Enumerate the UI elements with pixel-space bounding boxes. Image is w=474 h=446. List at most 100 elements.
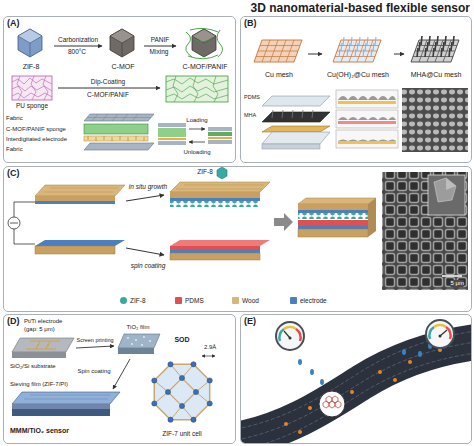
- annotation-label: MMM/TiO₂ sensor: [10, 427, 69, 435]
- edge-label: Carbonization: [57, 36, 99, 44]
- pu-sponge: [43, 76, 48, 100]
- wearable-fabric: [241, 342, 471, 440]
- sem-image: [402, 88, 468, 152]
- mmm-sensor: [12, 392, 120, 416]
- substrate-chip: [12, 338, 74, 352]
- mha-mesh: [433, 48, 434, 57]
- assembly-arrow: [274, 213, 293, 231]
- cu-mesh: [256, 56, 296, 57]
- sem-image: [402, 88, 468, 152]
- dimension-arrow: [202, 356, 215, 357]
- mmm-sensor: [24, 399, 108, 400]
- zif8-crystal: [18, 29, 42, 57]
- meter-symbol: [10, 223, 18, 224]
- droplets: [298, 359, 302, 365]
- sensor-sandwich: [88, 136, 144, 141]
- sensor-sandwich: [87, 114, 151, 121]
- cuoh-mesh: [339, 45, 379, 46]
- wood-electrode-top: [35, 201, 115, 204]
- contact-schematics: [338, 96, 396, 100]
- wearable-fabric: [284, 348, 442, 434]
- annotation-label: ZIF-7 unit cell: [162, 430, 201, 438]
- mha-mesh: [421, 36, 422, 45]
- annotation-label: ZIF-8: [197, 168, 213, 176]
- sem-image: [382, 172, 468, 290]
- material-stage: Cu mesh: [251, 29, 307, 79]
- wood-electrode-top: [44, 188, 118, 192]
- cuoh-mesh: [363, 49, 364, 57]
- edge-label: PANIF: [150, 36, 171, 44]
- process-arrow: [126, 195, 164, 201]
- zoom-inset: [319, 391, 345, 417]
- loading-schematic: [208, 140, 232, 144]
- layered-device: [282, 110, 283, 118]
- mha-mesh: [437, 36, 438, 45]
- stage-caption: MHA@Cu mesh: [411, 71, 462, 79]
- mha-mesh: [443, 42, 444, 51]
- legend-text: Wood: [242, 297, 259, 305]
- sem-image: [382, 172, 468, 290]
- loading-schematic: [189, 142, 205, 143]
- tio2-chip: [141, 344, 143, 346]
- legend-item: ZIF-8: [120, 297, 146, 305]
- cuoh-mesh: [371, 49, 372, 57]
- stage-caption: ZIF-8: [23, 63, 40, 71]
- wearable-fabric: [350, 390, 354, 394]
- figure-title: 3D nanomaterial-based flexible sensor: [251, 1, 470, 15]
- zif8-crystal: [30, 43, 31, 57]
- pressure-gauge: [446, 327, 451, 339]
- layered-device: [262, 126, 330, 132]
- meter-symbol: [8, 217, 20, 229]
- cu-mesh: [254, 40, 302, 62]
- cmof-crystal: [110, 29, 134, 57]
- mha-mesh: [411, 40, 459, 62]
- meter-symbol: [8, 217, 20, 229]
- sod-cage: [207, 401, 212, 406]
- annotation-label: C-MOF/PANIF: [87, 91, 129, 99]
- loading-schematic: [158, 128, 186, 137]
- wearable-fabric: [378, 370, 382, 374]
- pdms-coated-wood: [170, 250, 260, 253]
- pu-sponge: [31, 76, 36, 100]
- sod-cage: [193, 389, 198, 394]
- sem-image: [442, 275, 462, 277]
- layered-device: [262, 144, 320, 149]
- pressure-gauge: [276, 322, 304, 350]
- sensor-sandwich: [88, 136, 89, 140]
- assembled-sensor: [298, 213, 368, 219]
- cuoh-mesh: [359, 37, 360, 45]
- annotation-label: Dip-Coating: [91, 78, 125, 86]
- zif8-coated-wood: [170, 201, 260, 207]
- legend-item: PDMS: [175, 297, 204, 305]
- loading-schematic: [208, 127, 232, 131]
- mmm-sensor: [24, 395, 110, 399]
- annotation-label: Fabric: [6, 146, 23, 153]
- zif8-crystal: [18, 29, 42, 57]
- stage-caption: C-MOF/PANIF: [183, 63, 228, 71]
- cmof-panif-crystal: [186, 28, 223, 58]
- pressure-gauge: [284, 327, 296, 329]
- loading-schematic: [158, 123, 186, 127]
- contact-schematics: [338, 117, 396, 120]
- annotation-label: Interdigitated electrode: [6, 136, 67, 143]
- cmof-crystal: [122, 43, 123, 57]
- sod-cage: [191, 362, 196, 367]
- coated-sponge: [166, 76, 228, 102]
- zif8-icon: [217, 167, 227, 179]
- layered-device: [292, 110, 293, 118]
- wood-electrode-top: [35, 185, 125, 196]
- wood-electrode-top: [35, 185, 125, 204]
- zoom-inset: [319, 391, 345, 417]
- assembled-sensor: [298, 220, 368, 226]
- annotation-label: Fabric: [6, 115, 23, 122]
- sem-image: [446, 178, 456, 190]
- wearable-fabric: [308, 406, 312, 410]
- assembled-sensor: [298, 229, 368, 237]
- cuoh-mesh: [365, 43, 366, 51]
- sensor-sandwich: [112, 137, 113, 141]
- mmm-sensor: [12, 409, 110, 416]
- sensor-sandwich: [104, 136, 105, 140]
- mha-mesh: [429, 36, 430, 45]
- cuoh-mesh: [355, 49, 356, 57]
- pressure-gauge: [429, 327, 434, 339]
